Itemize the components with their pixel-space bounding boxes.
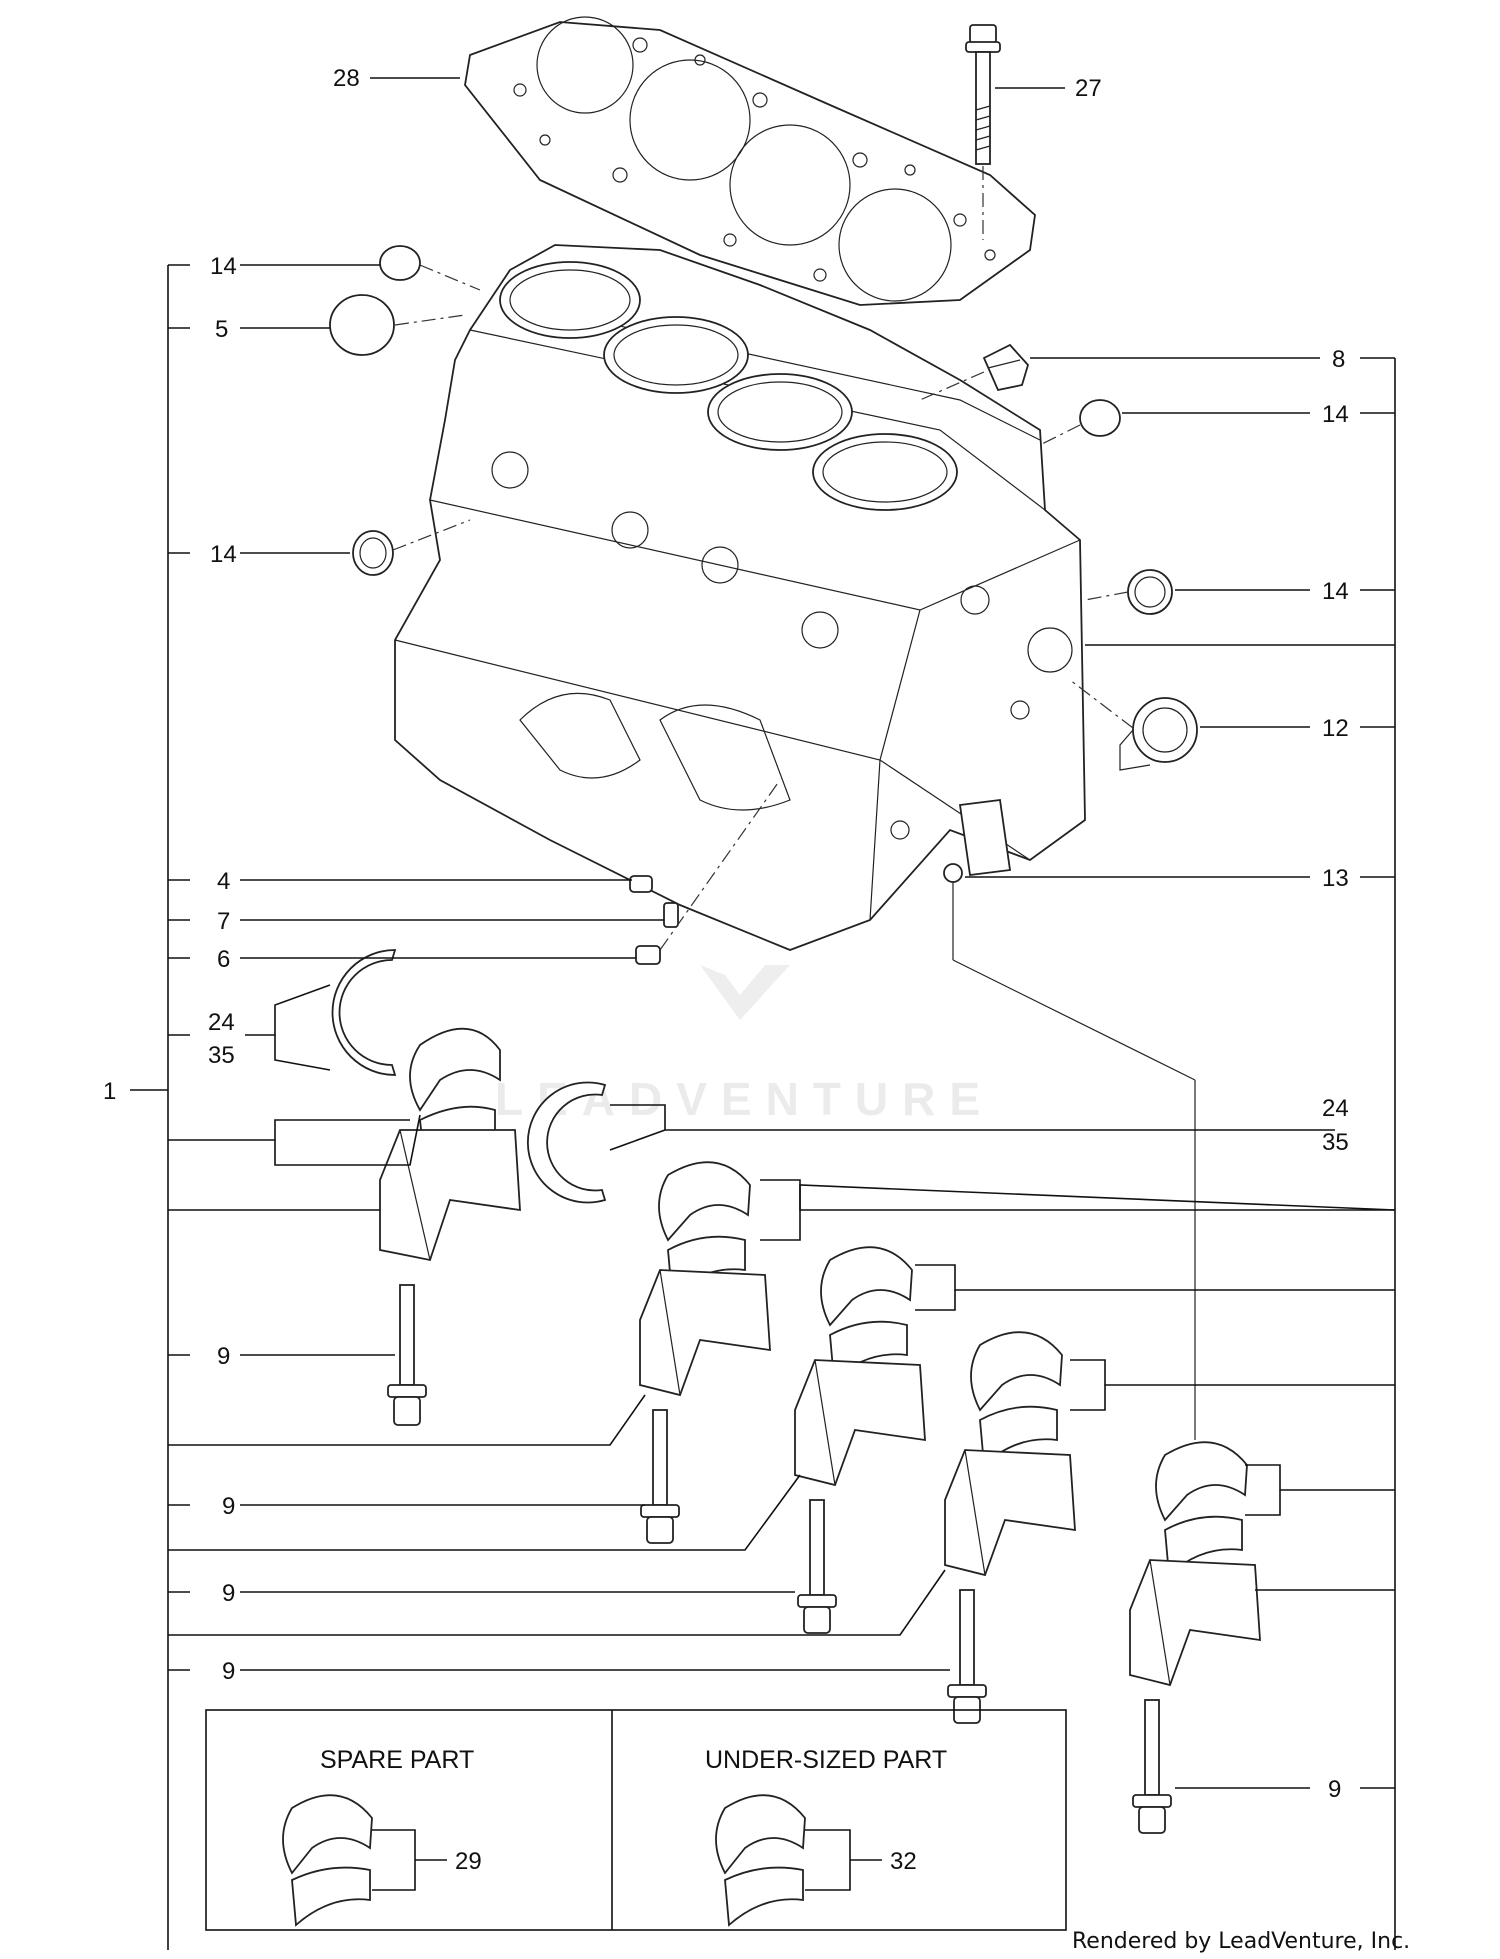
bearing-cap-4 [944, 1449, 1076, 1577]
callout-13: 13 [1322, 865, 1349, 892]
bearing-shell-5 [1155, 1441, 1248, 1577]
seal-ring-14-left [352, 519, 471, 576]
spare-part-title: SPARE PART [320, 1746, 474, 1774]
callouts: 28 27 14 5 14 4 7 6 24 35 1 9 9 9 9 8 14… [103, 65, 1349, 1803]
main-bolt-4 [947, 1589, 987, 1724]
left-bracket-lines [130, 264, 950, 1950]
callout-28: 28 [333, 65, 360, 92]
bearing-cap-1 [379, 1129, 521, 1262]
top-leaders [370, 77, 1065, 89]
plug-14-upper-left [379, 245, 481, 291]
callout-8: 8 [1332, 346, 1345, 373]
callout-4: 4 [217, 868, 230, 895]
callout-14-b: 14 [210, 541, 237, 568]
callout-14-a: 14 [210, 253, 237, 280]
cap-5 [329, 294, 466, 356]
callout-35-a: 35 [208, 1042, 235, 1069]
seal-ring-14-right [1084, 569, 1173, 615]
thrust-washer-left [331, 949, 397, 1076]
callout-7: 7 [217, 908, 230, 935]
under-sized-part-title: UNDER-SIZED PART [705, 1746, 947, 1774]
callout-9-d: 9 [222, 1658, 235, 1685]
bearing-cap-5 [1129, 1559, 1261, 1687]
callout-24-a: 24 [208, 1009, 235, 1036]
callout-9-c: 9 [222, 1580, 235, 1607]
callout-35-b: 35 [1322, 1129, 1349, 1156]
callout-27: 27 [1075, 75, 1102, 102]
spare-bearing-shell: 29 [282, 1794, 482, 1927]
callout-32: 32 [890, 1848, 917, 1875]
head-bolt [965, 24, 1001, 240]
callout-9-a: 9 [217, 1343, 230, 1370]
callout-14-c: 14 [1322, 401, 1349, 428]
callout-6: 6 [217, 946, 230, 973]
plug-14-right-upper [1039, 399, 1121, 446]
leadventure-watermark: LEADVENTURE [495, 965, 980, 1125]
head-gasket [464, 16, 1036, 306]
callout-5: 5 [215, 316, 228, 343]
callout-12: 12 [1322, 715, 1349, 742]
callout-1: 1 [103, 1078, 116, 1105]
bearing-shell-4 [970, 1331, 1063, 1467]
plug-4 [629, 875, 653, 893]
main-bolt-3 [797, 1499, 837, 1634]
callout-24-b: 24 [1322, 1095, 1349, 1122]
cylinder-block [394, 244, 1086, 951]
callout-9-e: 9 [1328, 1776, 1341, 1803]
thrust-washer-center [527, 1081, 607, 1204]
right-bracket-lines [609, 357, 1396, 1950]
callout-14-d: 14 [1322, 578, 1349, 605]
plug-8 [919, 343, 1030, 401]
under-sized-bearing-shell: 32 [715, 1794, 917, 1927]
dowel-13 [943, 863, 1196, 1440]
bearing-cap-2 [639, 1269, 771, 1397]
plug-6 [635, 779, 781, 965]
bushing-12 [1069, 679, 1198, 771]
parts-legend-box: SPARE PART UNDER-SIZED PART 29 32 [205, 1709, 1067, 1931]
plug-7 [663, 902, 679, 928]
callout-29: 29 [455, 1848, 482, 1875]
callout-9-b: 9 [222, 1493, 235, 1520]
rendered-by-footer: Rendered by LeadVenture, Inc. [1072, 1929, 1410, 1954]
bearing-cap-3 [794, 1359, 926, 1487]
main-bolt-5 [1132, 1699, 1172, 1834]
main-bolt-2 [640, 1409, 680, 1544]
main-bolt-1 [387, 1284, 427, 1426]
